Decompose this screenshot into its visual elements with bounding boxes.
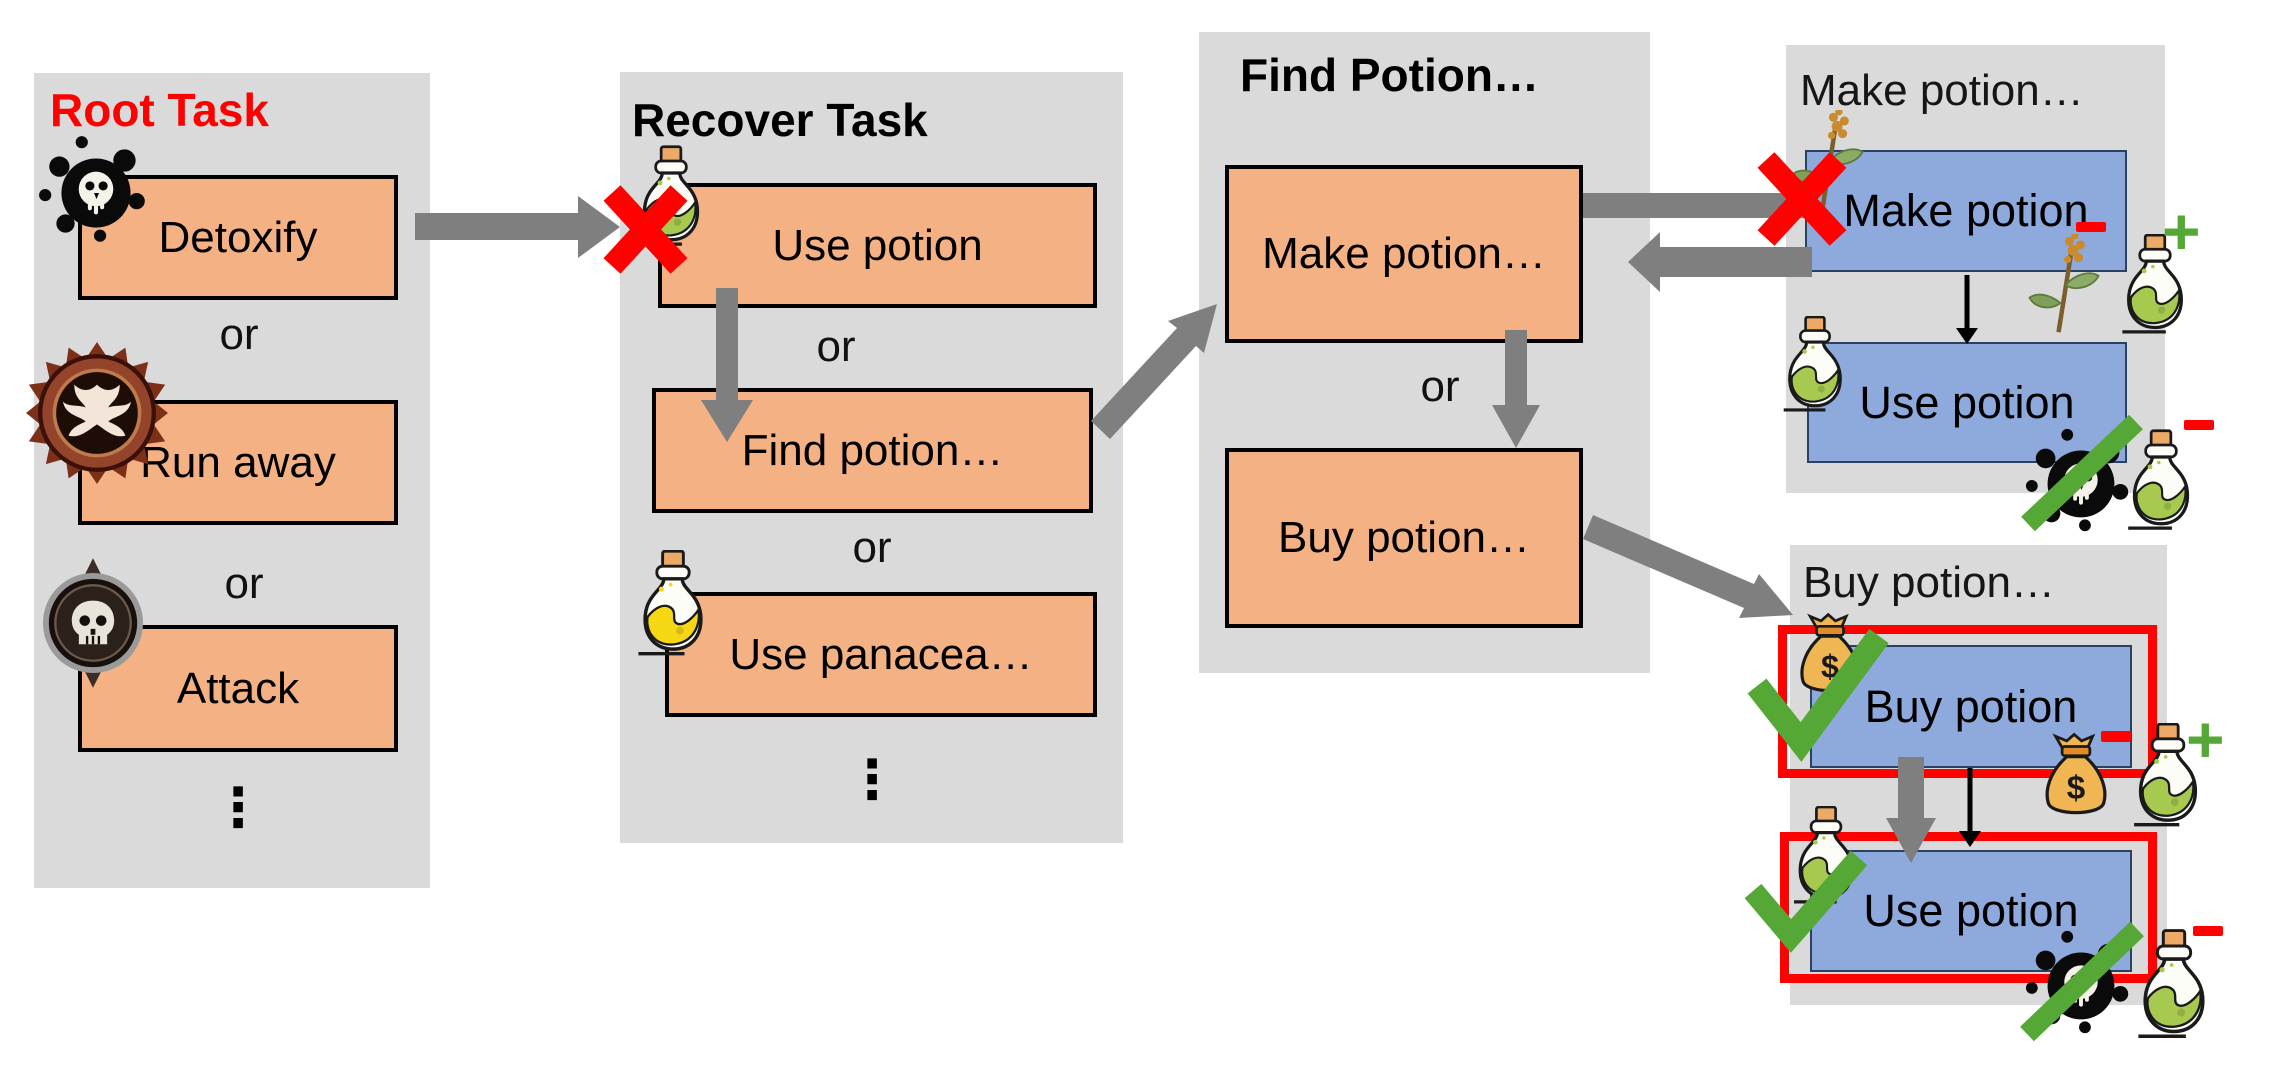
recover-task-title: Recover Task <box>632 94 928 146</box>
arrow-detoxify-to-use-potion <box>415 196 620 258</box>
arrow-expansion-back-to-make-potion <box>1628 232 1812 292</box>
poison-cloud-skull-icon <box>35 128 157 254</box>
green-potion-icon <box>1779 316 1851 412</box>
negative-effect-minus <box>2184 420 2214 430</box>
poison-cloud-skull-icon <box>2022 416 2140 548</box>
ellipsis-vertical: ⋮ <box>845 748 899 811</box>
root-task-title: Root Task <box>50 84 269 136</box>
panel-find-potion: Find Potion… Make potion… or Buy potion… <box>1199 32 1650 673</box>
herb-plant-icon <box>2026 234 2102 334</box>
task-box-use-potion: Use potion <box>658 183 1097 308</box>
task-box-find-potion: Find potion… <box>652 388 1093 513</box>
skull-badge-icon <box>40 554 146 692</box>
positive-effect-plus: + <box>2186 702 2225 776</box>
panel-root-task: Root Task Detoxify or Run away or Attack… <box>34 73 430 888</box>
negative-effect-minus <box>2101 731 2131 742</box>
buy-potion-expansion-title: Buy potion… <box>1803 558 2055 607</box>
ellipsis-vertical: ⋮ <box>211 776 265 839</box>
panel-recover-task: Recover Task Use potion or Find potion… … <box>620 72 1123 843</box>
money-bag-icon <box>1794 604 1866 708</box>
task-box-use-panacea: Use panacea… <box>665 592 1097 717</box>
green-potion-icon <box>2136 928 2212 1040</box>
or-label: or <box>816 322 856 371</box>
or-label: or <box>1420 362 1460 411</box>
green-potion-icon <box>1791 806 1861 904</box>
find-potion-title: Find Potion… <box>1240 49 1539 101</box>
task-box-buy-potion: Buy potion… <box>1225 448 1583 628</box>
positive-effect-plus: + <box>2162 194 2201 268</box>
negative-effect-minus <box>2076 222 2106 232</box>
task-box-make-potion: Make potion… <box>1225 165 1583 343</box>
green-potion-icon <box>636 144 706 248</box>
negative-effect-minus <box>2193 926 2223 936</box>
herb-plant-icon <box>1786 110 1870 210</box>
green-potion-icon <box>2126 428 2196 532</box>
or-label: or <box>852 523 892 572</box>
yellow-panacea-potion-icon <box>630 550 716 656</box>
rage-emblem-icon <box>26 340 168 486</box>
make-potion-expansion-title: Make potion… <box>1800 66 2084 115</box>
or-label: or <box>224 559 264 608</box>
poison-cloud-skull-icon <box>2022 922 2140 1046</box>
or-label: or <box>219 310 259 359</box>
